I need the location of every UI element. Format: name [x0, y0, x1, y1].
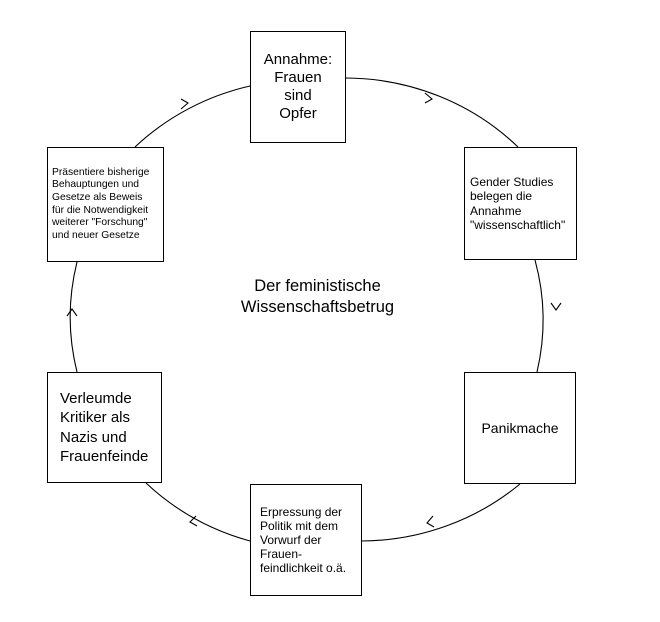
arc-erpressung-to-verleumde [145, 482, 251, 542]
step-box-panikmache: Panikmache [464, 372, 576, 484]
arrowhead-1 [424, 92, 433, 104]
step-box-gender-studies: Gender Studies belegen die Annahme "wiss… [464, 147, 577, 260]
step-text-annahme: Annahme: Frauen sind Opfer [263, 51, 333, 122]
step-text-verleumde: Verleumde Kritiker als Nazis und Frauenf… [60, 389, 149, 466]
step-box-verleumde: Verleumde Kritiker als Nazis und Frauenf… [47, 372, 162, 483]
arc-gender-to-panik [534, 259, 544, 373]
arc-panik-to-erpressung [361, 483, 521, 542]
step-box-annahme: Annahme: Frauen sind Opfer [250, 31, 346, 143]
arrowhead-3 [426, 515, 435, 528]
arc-praesentiere-to-annahme [134, 85, 251, 148]
step-text-erpressung: Erpressung der Politik mit dem Vorwurf d… [260, 504, 347, 576]
arrowhead-5 [66, 308, 78, 317]
arrowhead-2 [550, 302, 562, 311]
step-box-erpressung: Erpressung der Politik mit dem Vorwurf d… [250, 484, 362, 596]
diagram-center-title: Der feministische Wissenschaftsbetrug [240, 277, 395, 316]
step-text-panikmache: Panikmache [481, 419, 559, 436]
step-box-praesentiere: Präsentiere bisherige Behauptungen und G… [47, 147, 164, 262]
arc-verleumde-to-praesentiere [69, 261, 78, 373]
arc-annahme-to-gender [345, 77, 519, 148]
step-text-gender-studies: Gender Studies belegen die Annahme "wiss… [470, 175, 566, 232]
arrowhead-6 [180, 98, 189, 110]
arrowhead-4 [189, 515, 198, 527]
step-text-praesentiere: Präsentiere bisherige Behauptungen und G… [52, 166, 150, 241]
